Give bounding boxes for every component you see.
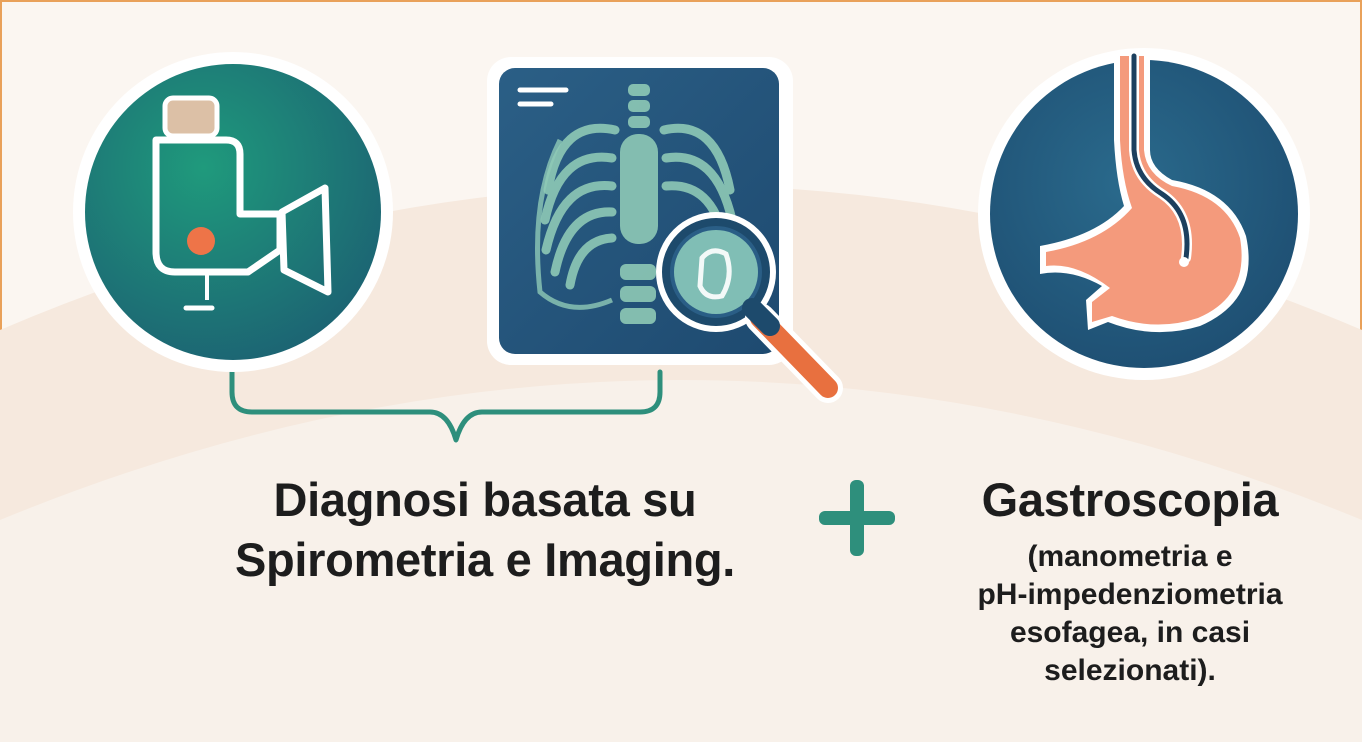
diagnosis-caption-line-2: Spirometria e Imaging. [234, 533, 736, 586]
chest-xray-magnifier-icon [487, 57, 843, 403]
gastroscopy-detail: (manometria e pH-impedenziometria esofag… [930, 538, 1330, 690]
diagnosis-caption: Diagnosi basata su Spirometria e Imaging… [200, 470, 770, 590]
plus-icon [819, 480, 895, 556]
gastroscopy-title: Gastroscopia [981, 473, 1279, 526]
stomach-endoscope-icon [978, 48, 1310, 380]
gastroscopy-detail-line-4: selezionati). [1044, 654, 1216, 687]
gastroscopy-detail-line-2: pH-impedenziometria [977, 578, 1283, 611]
diagnosis-caption-line-1: Diagnosi basata su [273, 473, 697, 526]
connector-bracket [229, 369, 663, 443]
background-arc-inner [0, 380, 1362, 742]
gastroscopy-detail-line-3: esofagea, in casi [1009, 616, 1251, 649]
gastroscopy-caption: Gastroscopia (manometria e pH-impedenzio… [930, 470, 1330, 690]
gastroscopy-detail-line-1: (manometria e [1027, 540, 1233, 573]
inhaler-icon [73, 52, 393, 372]
